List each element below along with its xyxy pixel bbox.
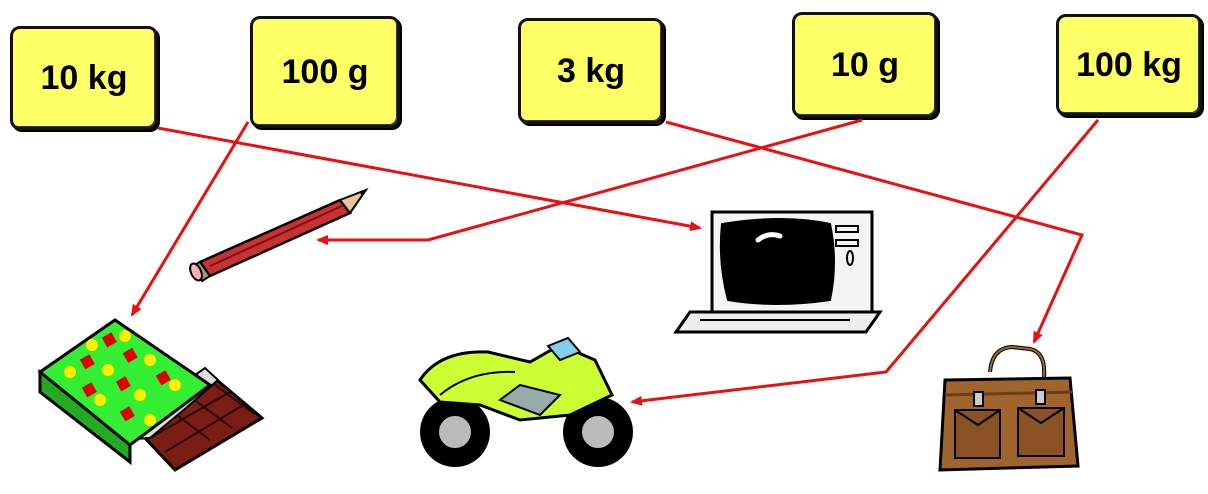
label-10-g: 10 g (792, 12, 938, 118)
label-100-kg: 100 kg (1056, 14, 1202, 116)
label-3-kg: 3 kg (518, 18, 664, 124)
connector-arrows (130, 118, 1100, 406)
label-10-kg-text: 10 kg (40, 58, 128, 97)
label-100-kg-text: 100 kg (1076, 45, 1182, 84)
arrow-100kg-to-motorbike (630, 119, 1100, 406)
label-100-g: 100 g (250, 16, 400, 128)
arrow-10kg-to-computer (157, 126, 702, 232)
computer-icon (673, 210, 883, 334)
arrow-10g-to-pencil (316, 118, 863, 245)
label-10-g-text: 10 g (830, 45, 900, 84)
motorbike-icon (418, 336, 633, 467)
label-10-kg: 10 kg (10, 26, 158, 130)
briefcase-icon (938, 344, 1080, 472)
label-3-kg-text: 3 kg (556, 51, 626, 90)
label-100-g-text: 100 g (281, 52, 369, 91)
chocolate-bar-icon (37, 318, 265, 472)
arrow-100g-to-chocolate (130, 121, 250, 317)
pencil-icon (189, 187, 369, 283)
arrow-3kg-to-briefcase (665, 120, 1085, 344)
